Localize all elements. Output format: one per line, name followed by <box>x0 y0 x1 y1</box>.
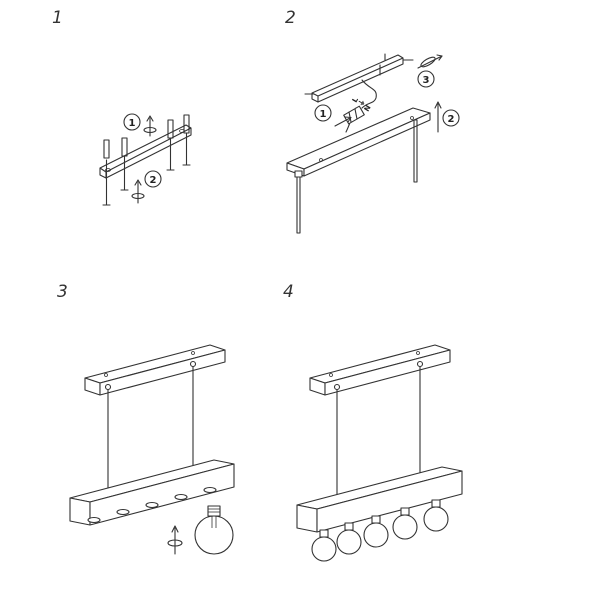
step-2-panel: 2 L ⏚ N 1 3 <box>285 0 600 300</box>
callout-2-circle <box>144 170 162 188</box>
ceiling-canopy <box>309 344 451 396</box>
wall-plug-left <box>102 139 111 206</box>
step-2-callout-3: 3 <box>423 75 430 86</box>
supply-wire <box>361 79 377 109</box>
callout-2-circle <box>442 109 460 127</box>
light-bulb-icon <box>311 529 337 562</box>
rotate-arrow-icon <box>131 179 145 204</box>
wire-label-neutral: N <box>363 104 373 113</box>
step-1-panel: 1 1 <box>0 0 300 300</box>
lift-arrow-icon <box>434 101 442 133</box>
wall-plug-right <box>166 119 175 171</box>
step-2-callout-2: 2 <box>448 114 455 125</box>
rotate-arrow-icon <box>167 525 183 555</box>
callout-3-circle <box>417 70 435 88</box>
step-2-callout-1: 1 <box>320 109 327 120</box>
step-1-mounting-bracket-diagram: 1 2 <box>99 113 192 206</box>
ceiling-canopy <box>286 107 431 177</box>
step-1-callout-2: 2 <box>150 175 157 186</box>
step-2-number: 2 <box>285 8 296 28</box>
step-2-canopy-wiring-diagram: L ⏚ N 1 3 <box>286 53 460 234</box>
suspension-rod-right <box>413 119 418 183</box>
step-4-number: 4 <box>283 282 294 302</box>
step-3-panel: 3 <box>0 280 300 580</box>
light-bulb-icon <box>392 507 418 540</box>
step-4-panel: 4 <box>283 280 600 580</box>
terminal-block <box>343 105 365 125</box>
wall-plug-right-2 <box>182 114 191 166</box>
step-1-number: 1 <box>52 8 63 28</box>
rotate-arrow-icon <box>417 54 443 69</box>
bracket-hole <box>105 168 111 172</box>
light-bulb-icon <box>194 505 234 555</box>
light-bulb-icon <box>336 522 362 555</box>
lamp-sockets <box>87 486 217 524</box>
wire-label-earth: ⏚ <box>357 98 367 108</box>
step-3-bulb-install-diagram <box>69 344 235 555</box>
step-1-callout-1: 1 <box>129 118 136 129</box>
mounting-bracket <box>311 54 404 103</box>
light-bulb-icon <box>423 499 449 532</box>
light-bulb-icon <box>363 515 389 548</box>
mounting-bracket <box>99 124 192 179</box>
insert-arrow-icon <box>334 116 352 127</box>
callout-1-circle <box>314 104 332 122</box>
step-4-finished-pendant-diagram <box>296 344 463 562</box>
wall-plug-left-2 <box>120 137 129 191</box>
callout-1-circle <box>123 113 141 131</box>
step-3-number: 3 <box>57 282 68 302</box>
lamp-beam <box>296 466 463 533</box>
rotate-arrow-icon <box>143 115 157 137</box>
installed-bulbs <box>311 499 449 562</box>
wire-label-live: L <box>351 96 360 104</box>
